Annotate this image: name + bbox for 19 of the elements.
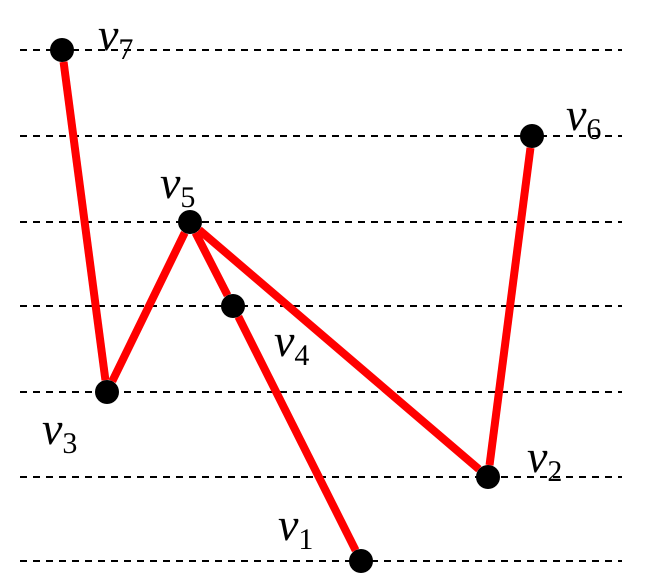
graph-edge (192, 230, 232, 298)
vertex-label: v$_{5}$ (160, 160, 196, 206)
graph-edge (234, 314, 360, 552)
vertex-dot (95, 380, 119, 404)
graph-edge (486, 147, 534, 466)
vertex-dot (178, 210, 202, 234)
vertex-dot (520, 124, 544, 148)
vertex-label: v$_{4}$ (274, 318, 310, 364)
vertex-dot (50, 38, 74, 62)
vertex-label: v$_{6}$ (566, 92, 602, 138)
vertex-label: v$_{2}$ (527, 434, 562, 480)
vertex-dot (476, 465, 500, 489)
vertex-dot (221, 294, 245, 318)
graph-edge (60, 61, 110, 381)
graph-edge (108, 231, 188, 383)
graph-edge (196, 226, 482, 472)
vertex-label: v$_{1}$ (278, 502, 314, 548)
vertex-dot (349, 549, 373, 573)
vertex-label: v$_{3}$ (42, 406, 78, 452)
